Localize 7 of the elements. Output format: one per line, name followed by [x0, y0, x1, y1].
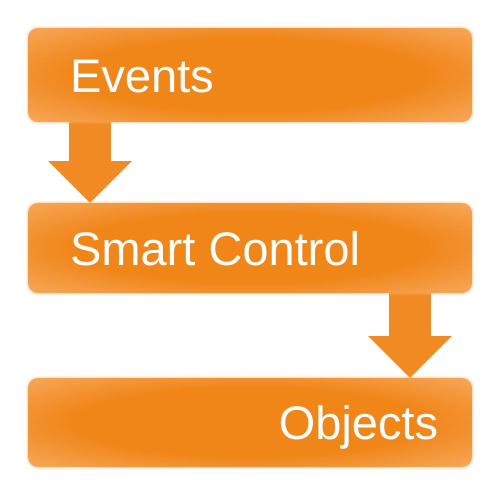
box-label: Events [70, 52, 214, 98]
process-box [28, 378, 472, 467]
block-arrow [368, 291, 452, 378]
process-box [28, 203, 472, 293]
box-label: Smart Control [70, 224, 360, 272]
block-arrow [48, 120, 132, 203]
process-box [28, 28, 472, 122]
